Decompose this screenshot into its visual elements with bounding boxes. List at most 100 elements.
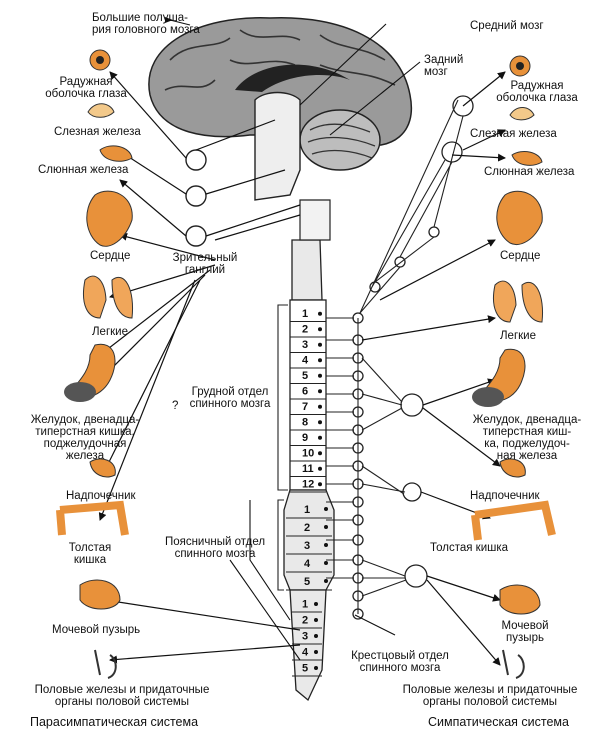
hindbrain-label: Задний мозг: [424, 54, 463, 78]
thoracic-label-line1: Грудной отдел: [191, 386, 269, 398]
lacrimal-right: [509, 107, 535, 121]
lumbar-segment-dot: [324, 525, 328, 529]
lumbar-segment-dot: [324, 507, 328, 511]
salivary-left: [99, 145, 133, 162]
lungs-right: [493, 280, 544, 323]
thoracic-segment-dot: [318, 466, 322, 471]
sacral-segment-dot: [314, 618, 318, 622]
midbrain-label: Средний мозг: [470, 20, 544, 32]
lumbar-segment-label: 2: [304, 522, 310, 534]
sacral-label-line1: Крестцовый отдел: [351, 650, 449, 662]
bladder-right-label-line2: пузырь: [506, 632, 544, 644]
stomach-left-label-line2: типерстная кишка,: [35, 426, 135, 438]
sacral-segment-label: 5: [302, 663, 308, 675]
thoracic-segment-label: 6: [302, 386, 308, 398]
sympathetic-chain: [352, 95, 474, 620]
stomach-left-label-line4: железа: [65, 450, 105, 462]
pancreas-left: [64, 382, 96, 402]
thoracic-segment-dot: [318, 373, 322, 378]
genital-right-label: Половые железы и придаточные органы поло…: [385, 684, 595, 708]
colon-right: [471, 500, 556, 541]
genital-right: [502, 649, 525, 679]
colon-left-label-line1: Толстая: [68, 542, 112, 554]
sacral-label-line2: спинного мозга: [359, 662, 441, 674]
colon-right-label: Толстая кишка: [430, 542, 509, 554]
iris-right-label-line2: оболочка глаза: [496, 92, 578, 104]
lacrimal-left-label: Слезная железа: [54, 126, 141, 138]
thoracic-segment-dot: [318, 311, 322, 316]
sacral-segment-dot: [314, 634, 318, 638]
iris-left-label-line2: оболочка глаза: [45, 88, 127, 100]
sympathetic-system-label: Симпатическая система: [428, 715, 569, 729]
thoracic-segment-label: 8: [302, 417, 308, 429]
thoracic-segment-label: 5: [302, 370, 308, 382]
lumbar-segment-label: 4: [304, 558, 311, 570]
bladder-right-label-line1: Мочевой: [501, 620, 549, 632]
stomach-left-label-line1: Желудок, двенадца-: [30, 414, 140, 426]
lumbar-label-line1: Поясничный отдел: [164, 536, 266, 548]
thoracic-segment-dot: [318, 404, 322, 409]
genital-left-label-line2: органы половой системы: [54, 696, 190, 708]
salivary-right-label: Слюнная железа: [484, 166, 575, 178]
cerebrum-label-line2: рия головного мозга: [92, 24, 200, 36]
bladder-left: [79, 579, 121, 610]
lumbar-bracket: [277, 499, 284, 591]
genital-left-label: Половые железы и придаточные органы поло…: [22, 684, 222, 708]
sacral-segment-dot: [314, 650, 318, 654]
sacral-label: Крестцовый отдел спинного мозга: [340, 650, 460, 674]
sacral-segment-label: 4: [302, 647, 309, 659]
thoracic-segment-label: 4: [302, 355, 309, 367]
genital-left: [94, 649, 117, 679]
ciliary-ganglion-label: Зрительный ганглий: [160, 252, 250, 276]
thoracic-label: Грудной отдел спинного мозга: [180, 386, 280, 410]
thoracic-segment-label: 1: [302, 308, 308, 320]
cerebrum-label-line1: Большие полуша-: [92, 12, 188, 24]
thoracic-segment-dot: [318, 451, 322, 456]
thoracic-segment-dot: [318, 435, 322, 440]
lacrimal-left: [87, 103, 115, 118]
heart-right-label: Сердце: [500, 250, 541, 262]
thoracic-segment-dot: [318, 482, 322, 487]
thoracic-segment-label: 11: [302, 463, 314, 475]
heart-left: [86, 190, 133, 247]
sacral-segment-dot: [314, 666, 318, 670]
question-label: ?: [172, 400, 179, 412]
thoracic-segment-dot: [318, 358, 322, 363]
adrenal-left-label: Надпочечник: [66, 490, 136, 502]
lumbar-segment-dot: [324, 579, 328, 583]
left-organs: [56, 49, 134, 679]
hindbrain-label-line2: мозг: [424, 66, 448, 78]
thoracic-segment-dot: [318, 420, 322, 425]
iris-left-label-line1: Радужная: [59, 76, 113, 88]
lumbar-segment-label: 1: [304, 504, 310, 516]
adrenal-left: [89, 458, 116, 478]
hindbrain-label-line1: Задний: [424, 54, 464, 66]
sacral-segment-label: 2: [302, 615, 308, 627]
ciliary-ganglion-2: [185, 185, 207, 207]
bladder-left-label: Мочевой пузырь: [52, 624, 141, 636]
sacral-segment-label: 1: [302, 599, 308, 611]
ciliary-ganglion-3: [185, 225, 207, 247]
lungs-right-label: Легкие: [500, 330, 536, 342]
iris-right-label: Радужная оболочка глаза: [482, 80, 592, 104]
thoracic-segment-label: 10: [302, 448, 314, 460]
thoracic-segment-dot: [318, 389, 322, 394]
pancreas-right: [472, 387, 504, 407]
thoracic-segment-dot: [318, 342, 322, 347]
lumbar-segment-label: 3: [304, 540, 310, 552]
iris-left-label: Радужная оболочка глаза: [24, 76, 148, 100]
ciliary-ganglion-label-line2: ганглий: [184, 264, 226, 276]
iris-right-label-line1: Радужная: [510, 80, 564, 92]
thoracic-segment-label: 9: [302, 432, 308, 444]
stomach-right-label: Желудок, двенадца- типерстная киш- ка, п…: [462, 414, 592, 462]
stomach-right-label-line3: ка, поджелудоч-: [484, 438, 570, 450]
colon-left-label: Толстая кишка: [60, 542, 120, 566]
thoracic-segment-label: 2: [302, 324, 308, 336]
lumbar-label-line2: спинного мозга: [174, 548, 256, 560]
bladder-right-label: Мочевой пузырь: [490, 620, 560, 644]
sacral-segment-dot: [314, 602, 318, 606]
heart-right: [496, 190, 543, 245]
thoracic-segment-dot: [318, 327, 322, 332]
ciliary-ganglion-1: [185, 149, 207, 171]
